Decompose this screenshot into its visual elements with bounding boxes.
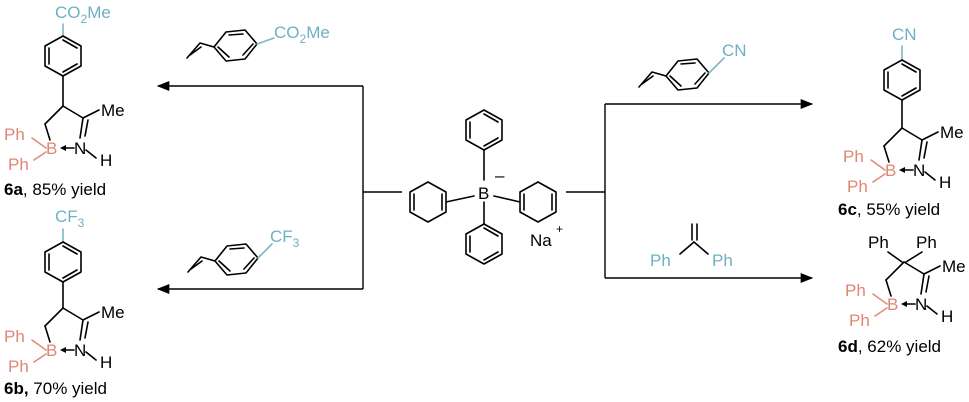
product-6b-boron: B bbox=[46, 341, 57, 360]
product-6d: Ph Ph Me N H B Ph Ph 6d, 62% yield bbox=[838, 233, 966, 356]
product-6b-nitrogen: N bbox=[74, 341, 86, 360]
product-6c-phenyl-2: Ph bbox=[847, 177, 868, 196]
product-6a-hydrogen: H bbox=[100, 151, 112, 170]
product-6b-methyl: Me bbox=[101, 303, 125, 322]
product-6d-methyl: Me bbox=[942, 257, 966, 276]
product-6b-cf3: CF3 bbox=[55, 207, 85, 230]
product-6c-caption: 6c, 55% yield bbox=[838, 200, 940, 219]
product-6c-nitrogen: N bbox=[913, 161, 925, 180]
product-6d-phenyl-1: Ph bbox=[845, 281, 866, 300]
alkene-b-cf3: CF3 bbox=[270, 227, 300, 250]
product-6a-methyl: Me bbox=[101, 101, 125, 120]
alkene-d-phenyl-right: Ph bbox=[712, 251, 733, 270]
product-6d-hydrogen: H bbox=[941, 307, 953, 326]
alkene-d-phenyl-left: Ph bbox=[650, 251, 671, 270]
product-6d-phenyl-a: Ph bbox=[868, 233, 889, 252]
product-6c-phenyl-1: Ph bbox=[843, 147, 864, 166]
product-6c-methyl: Me bbox=[940, 123, 964, 142]
product-6d-nitrogen: N bbox=[915, 295, 927, 314]
product-6a-nitrogen: N bbox=[74, 139, 86, 158]
product-6d-caption: 6d, 62% yield bbox=[838, 337, 941, 356]
counter-ion: Na bbox=[530, 231, 552, 250]
product-6b: CF3 Me N H B Ph Ph 6b, 70% yield bbox=[4, 207, 125, 398]
product-6d-phenyl-2: Ph bbox=[849, 311, 870, 330]
reaction-arrows bbox=[156, 80, 814, 295]
product-6b-phenyl-2: Ph bbox=[8, 357, 29, 376]
boron-atom: B bbox=[478, 184, 489, 203]
alkene-a-reagent: CO2Me bbox=[186, 23, 330, 62]
anion-charge: – bbox=[495, 166, 505, 185]
product-6a-ester: CO2Me bbox=[55, 3, 111, 26]
product-6c-cn: CN bbox=[892, 25, 917, 44]
product-6a-phenyl-1: Ph bbox=[4, 125, 25, 144]
product-6a: CO2Me Me N H B Ph Ph 6a, 85% yield bbox=[4, 3, 125, 199]
product-6d-boron: B bbox=[887, 295, 898, 314]
product-6b-hydrogen: H bbox=[100, 353, 112, 372]
product-6c-boron: B bbox=[885, 161, 896, 180]
alkene-b-reagent: CF3 bbox=[187, 227, 300, 276]
product-6c-hydrogen: H bbox=[939, 173, 951, 192]
alkene-a-ester: CO2Me bbox=[274, 23, 330, 46]
product-6a-boron: B bbox=[46, 139, 57, 158]
sodium-tetraphenylborate: B – Na + bbox=[409, 109, 563, 265]
alkene-c-cn: CN bbox=[722, 41, 747, 60]
product-6b-caption: 6b, 70% yield bbox=[4, 379, 107, 398]
product-6a-caption: 6a, 85% yield bbox=[4, 180, 106, 199]
product-6d-phenyl-b: Ph bbox=[916, 233, 937, 252]
product-6c: CN Me N H B Ph Ph 6c, 55% yield bbox=[838, 25, 964, 219]
product-6b-phenyl-1: Ph bbox=[4, 327, 25, 346]
product-6a-phenyl-2: Ph bbox=[8, 155, 29, 174]
alkene-c-reagent: CN bbox=[638, 41, 747, 91]
alkene-d-reagent: Ph Ph bbox=[650, 223, 733, 270]
cation-charge: + bbox=[556, 222, 563, 236]
